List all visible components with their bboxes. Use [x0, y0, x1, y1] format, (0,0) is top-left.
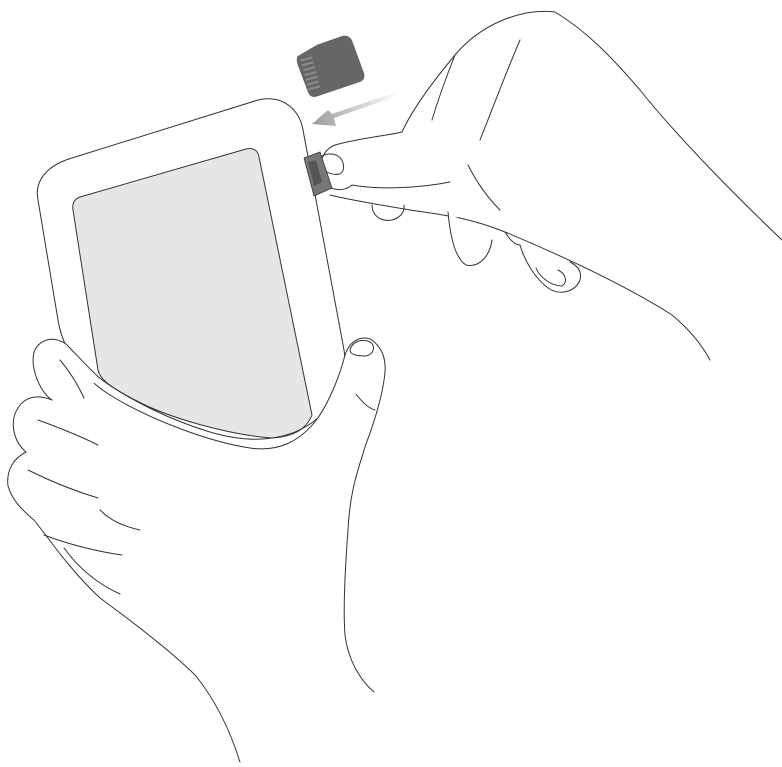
microsd-card-icon: [293, 33, 366, 99]
insert-direction-arrow-icon: [312, 92, 398, 126]
right-hand: [318, 11, 782, 360]
